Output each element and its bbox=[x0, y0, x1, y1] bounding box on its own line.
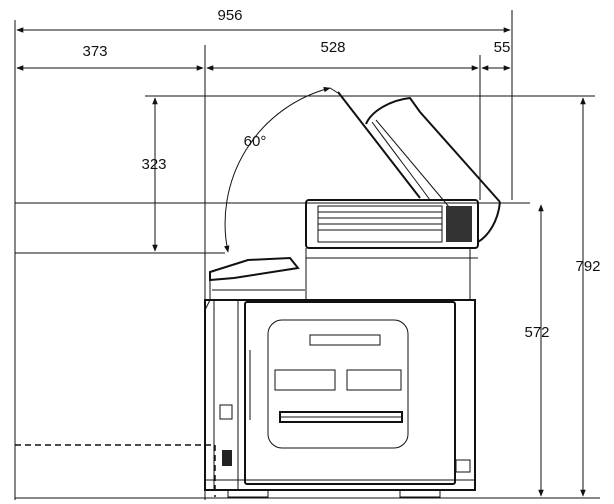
label-323: 323 bbox=[141, 156, 166, 173]
raised-scanner-lid bbox=[337, 91, 501, 243]
angle-arc-60 bbox=[223, 86, 339, 253]
extension-lines bbox=[14, 10, 600, 500]
extended-tray-outline bbox=[15, 444, 216, 497]
label-528: 528 bbox=[320, 39, 345, 56]
label-373: 373 bbox=[82, 43, 107, 60]
scanner-unit bbox=[305, 199, 479, 300]
label-956: 956 bbox=[217, 7, 242, 24]
label-792: 792 bbox=[575, 258, 600, 275]
printer-base bbox=[205, 489, 475, 498]
label-572: 572 bbox=[524, 324, 549, 341]
printer-body bbox=[204, 299, 476, 491]
label-60-degree: 60° bbox=[244, 133, 267, 150]
label-55: 55 bbox=[494, 39, 511, 56]
